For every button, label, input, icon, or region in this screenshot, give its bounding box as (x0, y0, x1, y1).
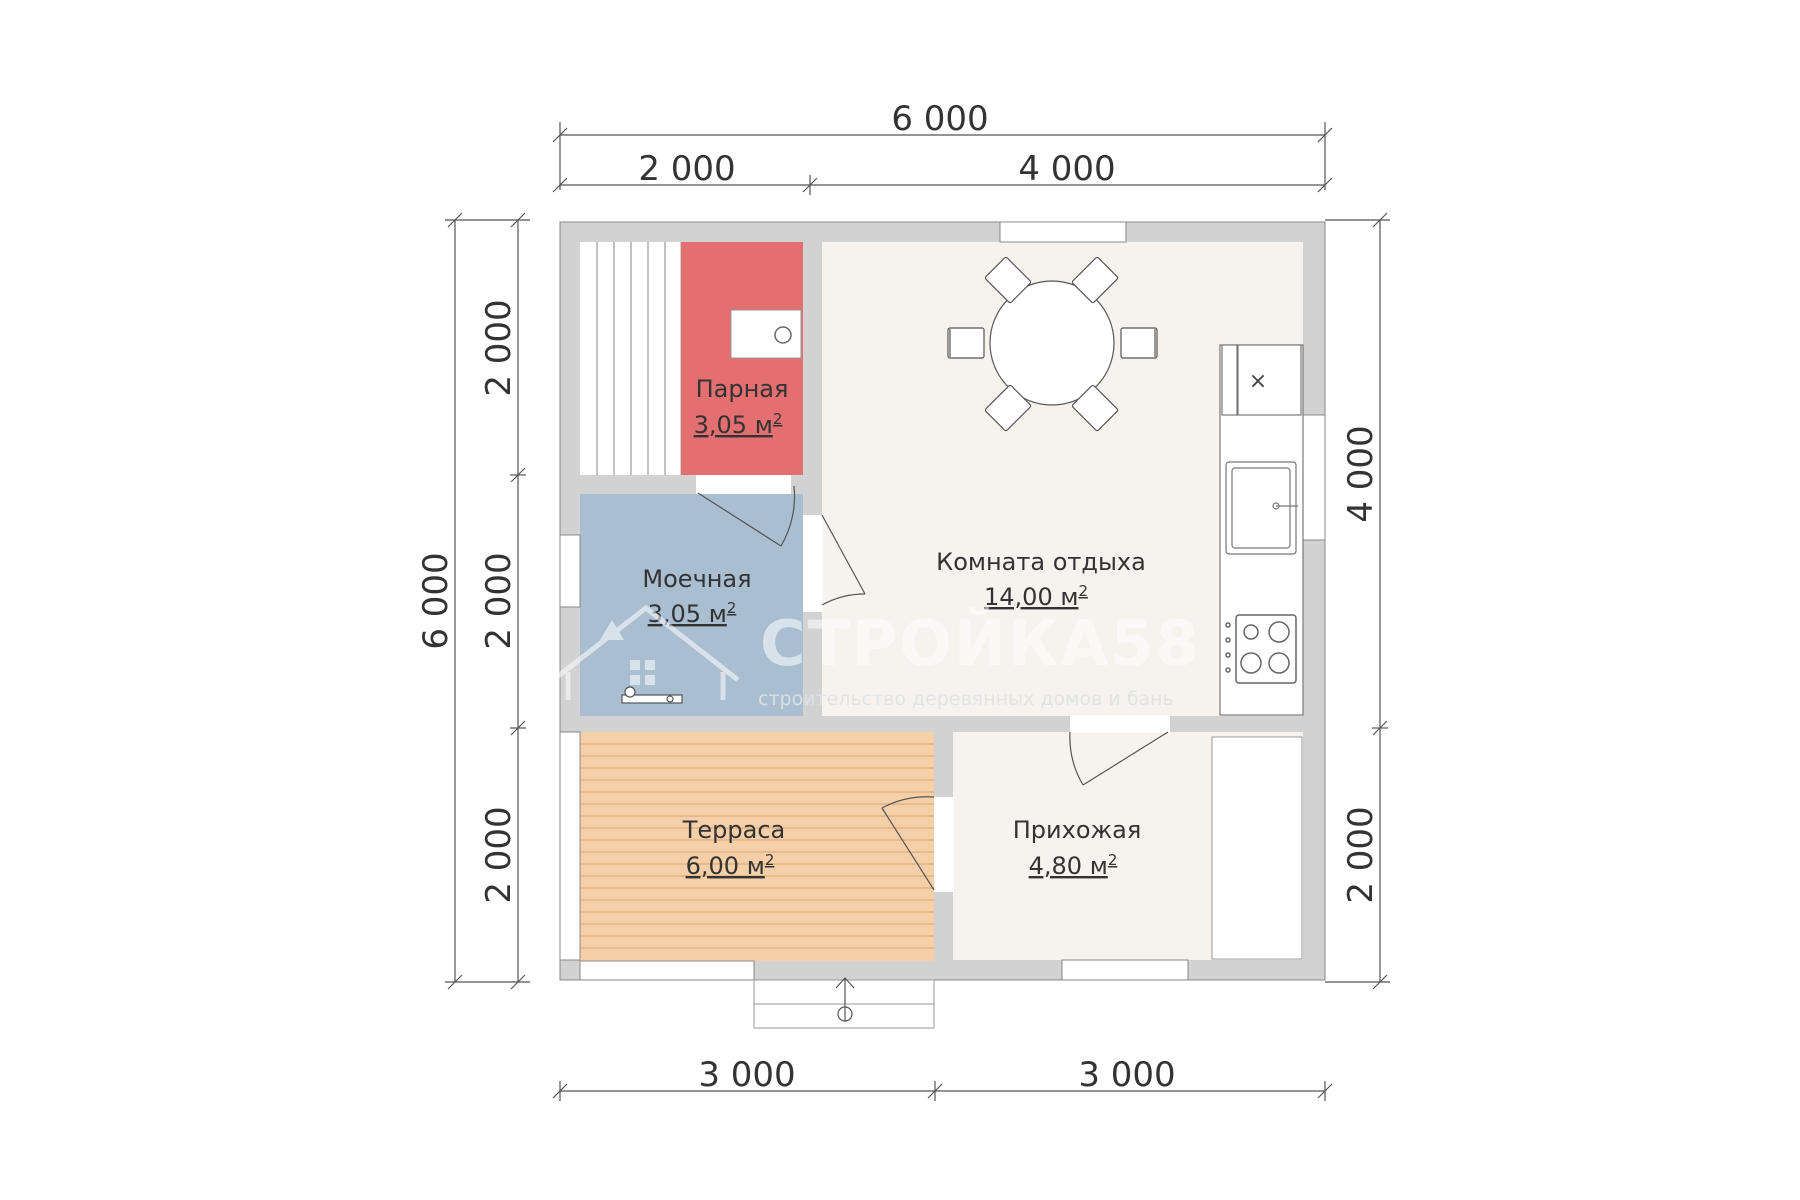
cooktop-icon (1225, 614, 1297, 684)
room-steam-name: Парная (696, 375, 789, 403)
room-wash (580, 494, 803, 716)
dimension-lines (445, 122, 1390, 1101)
room-hall-area: 4,80 м2 (1029, 851, 1118, 880)
sauna-bench (596, 242, 666, 475)
room-terrace (580, 732, 934, 961)
fridge-mark: × (1249, 369, 1267, 394)
entrance-steps (753, 979, 935, 1029)
room-hall-name: Прихожая (1013, 816, 1142, 844)
dining-chairs (947, 256, 1158, 432)
dim-left-bottom: 2 000 (479, 806, 519, 903)
watermark-brand: СТРОЙКА58 (760, 607, 1201, 680)
dim-top-right: 4 000 (1018, 149, 1115, 189)
dim-top-total: 6 000 (891, 99, 988, 139)
dining-table (989, 280, 1115, 406)
dim-top-left: 2 000 (638, 149, 735, 189)
dim-left-top: 2 000 (479, 299, 519, 396)
dim-right-top: 4 000 (1341, 425, 1381, 522)
room-steam-area: 3,05 м2 (694, 410, 783, 439)
dim-bottom-right: 3 000 (1078, 1055, 1175, 1095)
steam-door-gap (696, 475, 791, 495)
hall-closet (1211, 736, 1303, 960)
room-wash-name: Моечная (642, 565, 751, 593)
kitchen-sink-icon (1225, 461, 1298, 555)
room-terrace-name: Терраса (682, 816, 786, 844)
dim-right-bottom: 2 000 (1341, 806, 1381, 903)
hall-door-gap-left (934, 797, 954, 892)
dim-left-total: 6 000 (416, 552, 456, 649)
door-swings (697, 485, 1169, 891)
sauna-stove (730, 309, 802, 359)
room-lounge-name: Комната отдыха (936, 548, 1146, 576)
shower-icon (621, 686, 683, 704)
watermark-tagline: строительство деревянных домов и бань (758, 688, 1174, 710)
room-terrace-area: 6,00 м2 (686, 851, 775, 880)
terrace-boards (580, 743, 934, 949)
terrace-open-left (559, 731, 581, 961)
terrace-open-bottom (579, 960, 755, 981)
hall-door-gap-top (1070, 715, 1170, 733)
room-lounge-area: 14,00 м2 (984, 582, 1088, 611)
windows (559, 221, 1326, 981)
stove-circle-icon (774, 326, 792, 344)
lounge-door-gap (803, 515, 823, 612)
watermark-logo-icon (551, 604, 740, 700)
room-wash-area: 3,05 м2 (648, 599, 737, 628)
dim-left-middle: 2 000 (479, 552, 519, 649)
dim-bottom-left: 3 000 (698, 1055, 795, 1095)
entrance-arrow-icon (835, 977, 855, 1022)
